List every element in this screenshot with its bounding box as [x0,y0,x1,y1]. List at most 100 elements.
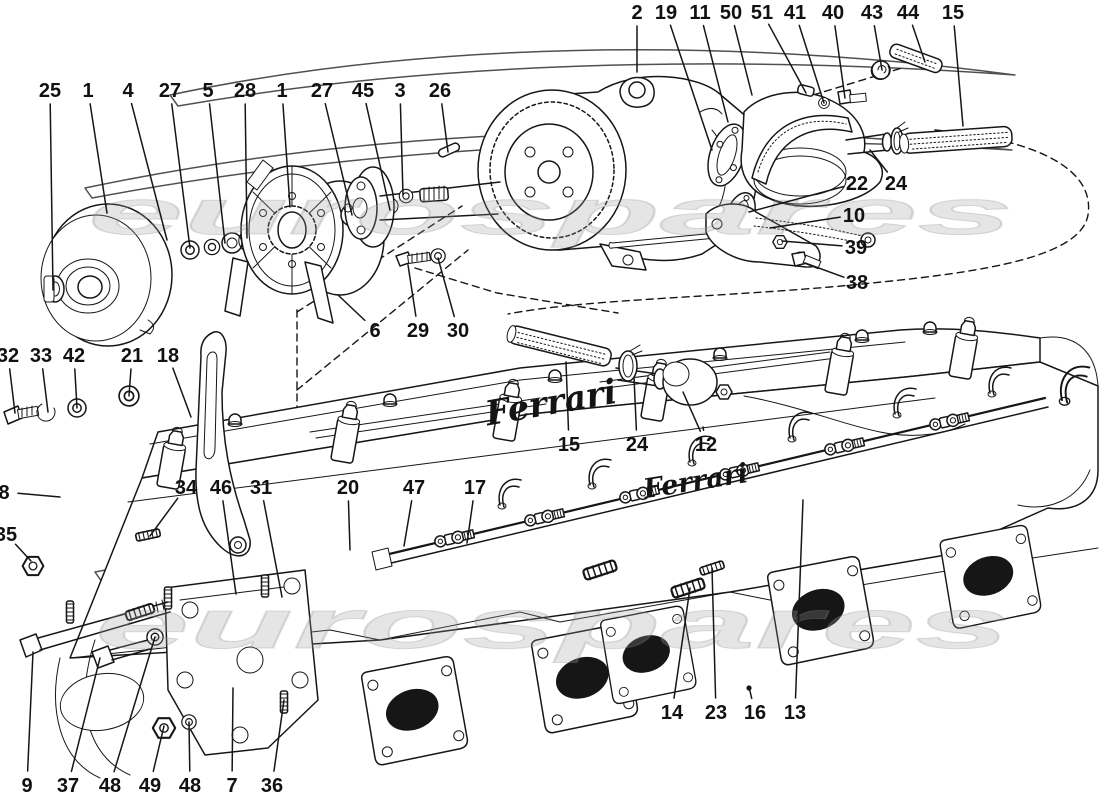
leader-line [188,721,191,772]
callout-label: 27 [159,80,181,102]
leader-line [767,23,807,94]
cylinder-head-drawing [69,314,1099,767]
callout-label: 43 [861,2,883,24]
leader-line [748,686,753,700]
callout-label: 44 [897,2,920,24]
callout-label: 13 [784,702,806,724]
leader-line [89,103,108,214]
leader-line [365,102,391,211]
callout-label: 45 [352,80,374,102]
breather-drawing [615,358,966,436]
callout-label: 31 [250,477,272,499]
callout-label: 30 [447,320,469,342]
leader-line [953,25,964,127]
leader-line [14,543,32,562]
leader-line [149,497,179,537]
callout-label: 42 [63,345,85,367]
callout-label: 17 [464,477,486,499]
callout-label: 48 [179,775,201,797]
leader-line [798,24,825,104]
leader-line [702,24,729,123]
callout-label: 28 [234,80,256,102]
watermark-text: eurospares [95,585,1010,663]
callout-label: 25 [39,80,61,102]
leader-line [152,725,165,773]
leader-line [669,24,713,151]
callout-label: 9 [21,775,32,797]
callout-label: 38 [846,272,868,294]
leader-line [682,391,702,432]
callout-label: 40 [822,2,844,24]
callout-label: 2 [631,2,642,24]
leader-line [437,257,456,318]
leader-line [769,216,841,229]
callout-label: 24 [626,434,649,456]
leader-line [282,103,291,208]
callout-label: 26 [429,80,451,102]
leader-line [244,103,248,239]
coupling-disc-drawing [224,159,399,324]
callout-label: 24 [885,173,908,195]
leader-line [869,149,889,173]
leader-line [273,699,285,772]
leader-line [702,426,705,431]
leader-line [26,651,34,772]
leader-line [49,103,54,291]
callout-label: 37 [57,775,79,797]
leader-line [407,264,417,317]
callout-label: 23 [705,702,727,724]
leader-line [873,25,883,71]
leader-line [673,587,691,699]
booster-drum-drawing [40,203,274,347]
leader-line [262,500,283,598]
leader-line [403,500,413,547]
leader-line [441,103,449,153]
callout-label: 32 [0,345,19,367]
leader-line [17,492,61,498]
callout-label: 21 [121,345,143,367]
leader-line [911,24,926,63]
leader-line [8,368,16,414]
watermark-layer: eurospares eurospares [88,176,1014,664]
leader-line [834,25,846,99]
leader-line [171,103,191,249]
leader-line [466,500,474,544]
callout-label: 29 [407,320,429,342]
leader-line [794,499,804,699]
callout-label: 1 [276,80,287,102]
callout-label: 22 [846,173,868,195]
leader-line [711,567,717,699]
callout-label: 12 [695,434,717,456]
callout-label: 49 [139,775,161,797]
watermark-text: eurospares [88,176,1013,248]
leader-line [70,657,101,773]
callout-label: 47 [403,477,425,499]
leader-line [633,376,638,431]
pump-bracket-drawing [705,192,876,270]
callout-label: 4 [122,80,134,102]
leader-line [347,500,351,551]
leader-line [41,368,49,413]
leader-line [130,102,168,241]
callout-label: 36 [261,775,283,797]
leader-line [781,240,843,247]
callout-label: 48 [99,775,121,797]
callout-label: 10 [843,205,865,227]
leader-line [399,103,404,196]
callout-label: 51 [751,2,773,24]
callout-label: 18 [157,345,179,367]
front-hardware-drawing [3,331,319,779]
leader-line [113,636,156,773]
callout-label: 3 [394,80,405,102]
callout-label: 6 [369,320,380,342]
callout-label: 27 [311,80,333,102]
callout-label: 20 [337,477,359,499]
callout-label: 11 [689,2,710,24]
leader-line [172,367,192,418]
leader-line [208,103,226,244]
leader-line [565,361,570,431]
callout-label: 19 [655,2,677,24]
